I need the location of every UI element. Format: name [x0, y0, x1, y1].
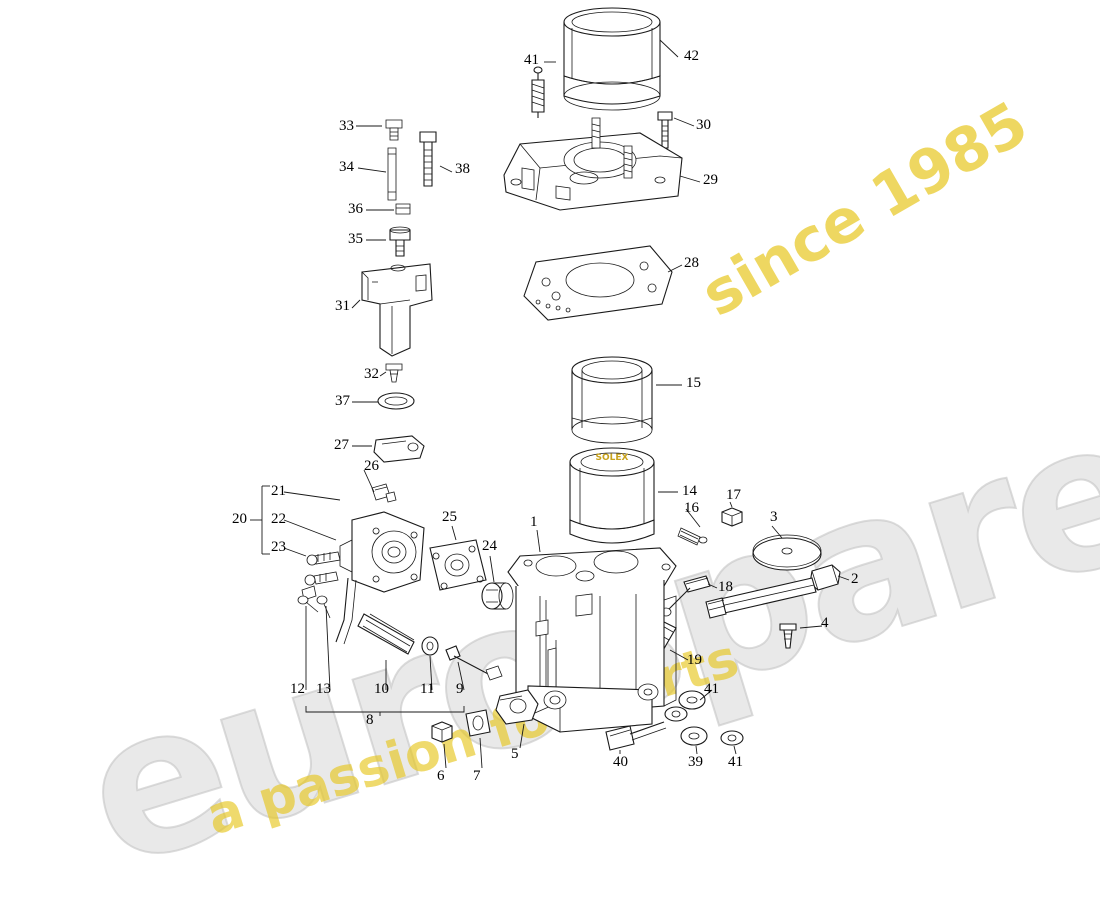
callout-8: 8: [366, 712, 374, 728]
part-43-air-horn: [563, 7, 661, 111]
part-30-bolt: [657, 111, 673, 149]
callout-35: 35: [348, 231, 363, 247]
part-27-lever: [373, 435, 425, 463]
callout-40: 40: [613, 754, 628, 770]
callout-25: 25: [442, 509, 457, 525]
callout-24: 24: [482, 538, 497, 554]
callout-21: 21: [271, 483, 286, 499]
callout-29: 29: [703, 172, 718, 188]
part-40-fitting: [605, 721, 667, 751]
callout-30: 30: [696, 117, 711, 133]
callout-20: 20: [232, 511, 247, 527]
part-3-disc: [752, 534, 822, 571]
part-16-spring: [677, 527, 708, 546]
callout-43: 42: [684, 48, 699, 64]
callout-6: 6: [437, 768, 445, 784]
callout-7: 7: [473, 768, 481, 784]
callout-42: 41: [524, 52, 539, 68]
part-39-washer-lower: [680, 726, 708, 746]
part-38-bolt: [419, 131, 437, 187]
part-18-linkage: [660, 575, 711, 617]
callout-31: 31: [335, 298, 350, 314]
part-7-washer: [465, 709, 491, 737]
callout-1: 1: [530, 514, 538, 530]
part-17-nut: [721, 507, 743, 527]
part-37-washer: [377, 392, 415, 410]
callout-17: 17: [726, 487, 741, 503]
part-9-rod: [445, 645, 503, 681]
technical-drawing: SOLEX: [250, 7, 850, 769]
callout-19: 19: [687, 652, 702, 668]
leader-lines: [250, 39, 850, 769]
callout-10: 10: [374, 681, 389, 697]
part-1-carburetor-body: [507, 547, 677, 733]
part-32-plug: [385, 363, 403, 383]
callout-14: 14: [682, 483, 697, 499]
part-26-screw: [371, 483, 397, 503]
part-36-nut: [395, 203, 411, 215]
callout-23: 23: [271, 539, 286, 555]
callout-22: 22: [271, 511, 286, 527]
callout-41: 41: [704, 681, 719, 697]
part-42-spring-stud: [531, 66, 545, 118]
diagram-canvas: eurospares a passion for parts since 198…: [58, 7, 1100, 913]
callout-26: 26: [364, 458, 379, 474]
part-11-washer: [421, 636, 439, 656]
callout-28: 28: [684, 255, 699, 271]
part-24-sleeve: [481, 582, 514, 610]
callout-33: 33: [339, 118, 354, 134]
callout-41b: 41: [728, 754, 743, 770]
part-6-nut: [431, 721, 453, 743]
callout-36: 36: [348, 201, 363, 217]
part-5-lever: [495, 689, 539, 725]
part-2-throttle-shaft: [705, 564, 841, 619]
callout-32: 32: [364, 366, 379, 382]
callout-39: 39: [688, 754, 703, 770]
part-25-flange-plate: [429, 539, 487, 591]
part-29-top-cover: [503, 117, 683, 211]
part-39-washer-upper: [678, 690, 706, 710]
callout-27: 27: [334, 437, 349, 453]
callout-16: 16: [684, 500, 699, 516]
callout-4: 4: [821, 615, 829, 631]
part-28-gasket: [523, 245, 673, 321]
callout-18: 18: [718, 579, 733, 595]
callout-38: 38: [455, 161, 470, 177]
part-33-bolt: [385, 119, 403, 141]
callout-13: 13: [316, 681, 331, 697]
part-41-washer: [720, 730, 744, 746]
part-4-screw: [779, 623, 797, 649]
callout-5: 5: [511, 746, 519, 762]
callout-34: 34: [339, 159, 354, 175]
callout-3: 3: [770, 509, 778, 525]
part-12-13-screws: [297, 595, 331, 619]
callout-9: 9: [456, 681, 464, 697]
part-14-venturi: [569, 447, 655, 544]
callout-37: 37: [335, 393, 350, 409]
part-group-20-bracket: [301, 511, 425, 645]
callout-2: 2: [851, 571, 859, 587]
callout-11: 11: [420, 681, 435, 697]
part-35-jet: [389, 226, 411, 257]
part-31-pump-housing: [361, 263, 433, 357]
part-10-spring: [357, 613, 415, 655]
part-41b-washer: [664, 706, 688, 722]
solex-stamp: SOLEX: [596, 453, 629, 463]
callout-12: 12: [290, 681, 305, 697]
part-34-rod: [387, 147, 397, 201]
part-15-venturi-sleeve: [571, 356, 653, 444]
callout-15: 15: [686, 375, 701, 391]
